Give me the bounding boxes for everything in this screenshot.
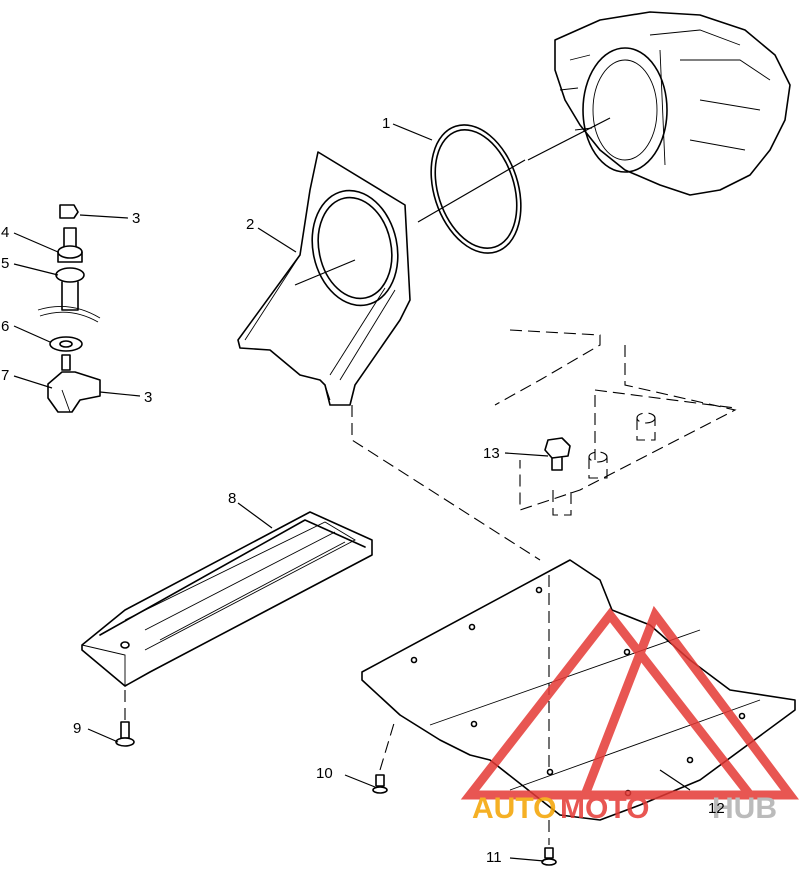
watermark-text-moto: MOTO: [560, 792, 649, 825]
bolt-part-9: [115, 721, 135, 747]
callout-3-top: 3: [132, 210, 140, 227]
callout-numbers: 1 2 3 4 5 6 7 3 8 9 10 11 12 13: [1, 115, 725, 866]
callout-12: 12: [708, 800, 725, 817]
callout-3-bottom: 3: [144, 389, 152, 406]
fitting-part-13: [544, 437, 571, 471]
callout-11: 11: [486, 849, 502, 866]
sensor-assembly: [37, 204, 101, 413]
screw-part-10: [372, 774, 388, 794]
callout-2: 2: [246, 216, 254, 233]
ride-plate-part-8: [81, 511, 373, 687]
engine-housing: [554, 11, 791, 196]
screw-part-11: [541, 847, 557, 866]
watermark-text-hub: HUB: [712, 792, 777, 825]
callout-8: 8: [228, 490, 236, 507]
hull-section-dashed: [494, 329, 737, 516]
alignment-lines: [124, 405, 550, 845]
callout-7: 7: [1, 367, 9, 384]
callout-9: 9: [73, 720, 81, 737]
callout-1: 1: [382, 115, 390, 132]
intake-duct-part-2: [237, 151, 411, 406]
hull-plate-part-12: [361, 559, 796, 821]
leader-lines: [13, 117, 691, 862]
watermark-text-auto: AUTO: [472, 792, 556, 825]
o-ring-part-1: [430, 124, 522, 254]
callout-10: 10: [316, 765, 333, 782]
callout-4: 4: [1, 224, 9, 241]
callout-13: 13: [483, 445, 500, 462]
callout-5: 5: [1, 255, 9, 272]
callout-6: 6: [1, 318, 9, 335]
watermark-logo: AUTO MOTO HUB: [460, 605, 799, 825]
